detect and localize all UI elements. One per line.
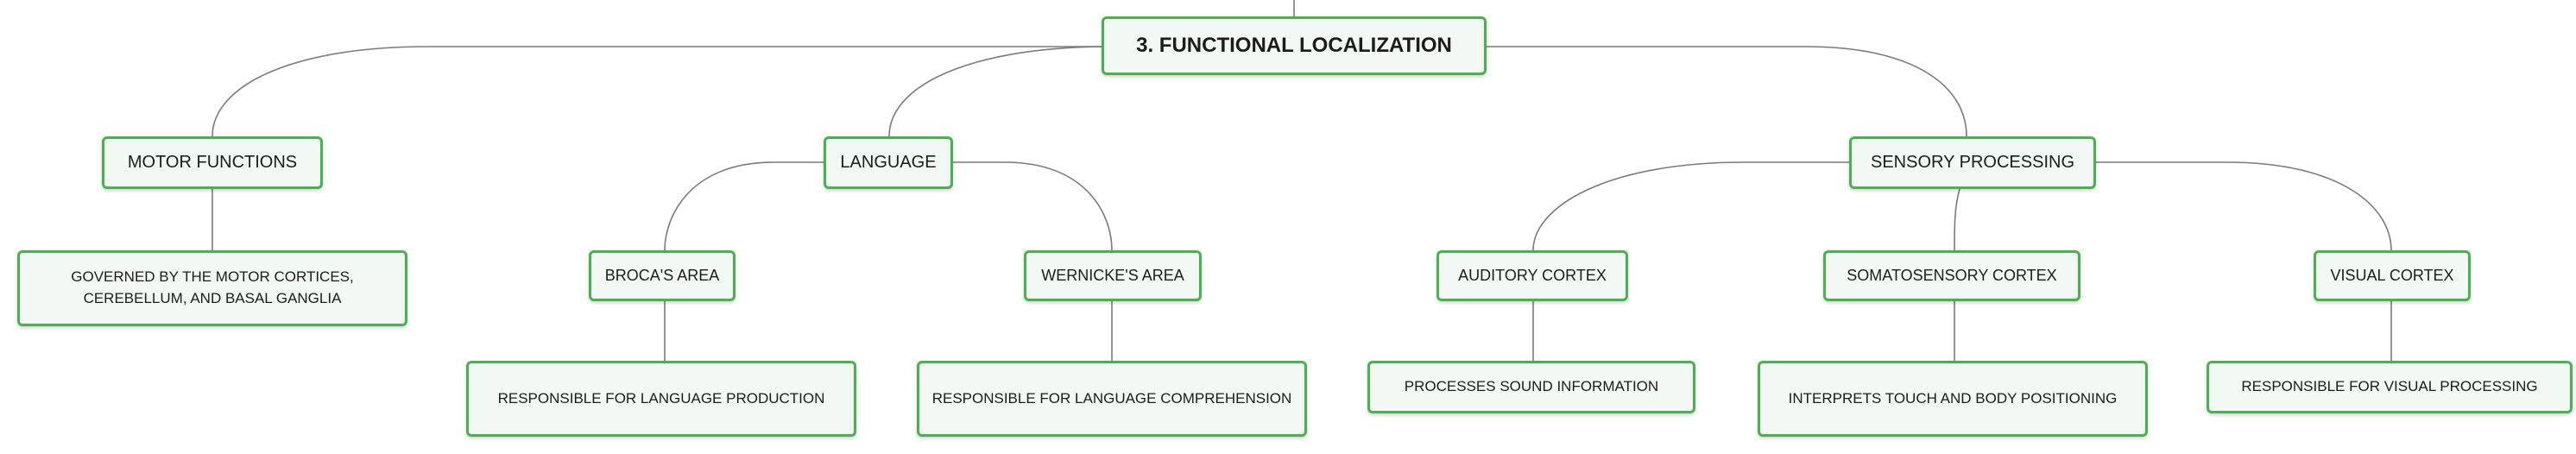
connector-sensory-somatosensory [1954, 188, 1960, 251]
language-label: LANGUAGE [840, 153, 937, 172]
visual-cortex-label: VISUAL CORTEX [2330, 267, 2454, 285]
connector-sensory-auditory [1532, 161, 1849, 251]
wernickes-area-node[interactable]: WERNICKE'S AREA [1024, 250, 1202, 301]
sensory-processing-node[interactable]: SENSORY PROCESSING [1849, 136, 2096, 189]
language-node[interactable]: LANGUAGE [824, 136, 953, 189]
motor-detail-node[interactable]: GOVERNED BY THE MOTOR CORTICES, CEREBELL… [17, 250, 407, 326]
wernicke-detail-text: RESPONSIBLE FOR LANGUAGE COMPREHENSION [931, 389, 1292, 407]
connector-language-wernicke [953, 161, 1113, 251]
broca-detail-node[interactable]: RESPONSIBLE FOR LANGUAGE PRODUCTION [466, 361, 856, 437]
auditory-detail-text: PROCESSES SOUND INFORMATION [1404, 378, 1659, 395]
visual-detail-text: RESPONSIBLE FOR VISUAL PROCESSING [2241, 378, 2538, 395]
auditory-cortex-node[interactable]: AUDITORY CORTEX [1436, 250, 1628, 301]
connector-root-language [888, 46, 1102, 137]
root-node[interactable]: 3. FUNCTIONAL LOCALIZATION [1102, 16, 1487, 75]
somatosensory-detail-text: INTERPRETS TOUCH AND BODY POSITIONING [1788, 389, 2118, 407]
motor-detail-text: GOVERNED BY THE MOTOR CORTICES, CEREBELL… [71, 267, 353, 309]
somatosensory-cortex-label: SOMATOSENSORY CORTEX [1847, 267, 2057, 285]
brocas-area-node[interactable]: BROCA'S AREA [589, 250, 736, 301]
visual-cortex-node[interactable]: VISUAL CORTEX [2314, 250, 2471, 301]
motor-functions-label: MOTOR FUNCTIONS [127, 153, 298, 172]
auditory-detail-node[interactable]: PROCESSES SOUND INFORMATION [1367, 361, 1695, 413]
wernicke-detail-node[interactable]: RESPONSIBLE FOR LANGUAGE COMPREHENSION [917, 361, 1307, 437]
motor-functions-node[interactable]: MOTOR FUNCTIONS [102, 136, 323, 189]
root-label: 3. FUNCTIONAL LOCALIZATION [1136, 33, 1452, 57]
connector-language-broca [664, 161, 824, 251]
auditory-cortex-label: AUDITORY CORTEX [1458, 267, 1607, 285]
brocas-area-label: BROCA'S AREA [604, 267, 720, 285]
motor-detail-line-2: CEREBELLUM, AND BASAL GANGLIA [83, 290, 342, 306]
somatosensory-cortex-node[interactable]: SOMATOSENSORY CORTEX [1823, 250, 2080, 301]
motor-detail-line-1: GOVERNED BY THE MOTOR CORTICES, [71, 268, 354, 286]
broca-detail-text: RESPONSIBLE FOR LANGUAGE PRODUCTION [497, 389, 825, 407]
connector-root-sensory [1487, 46, 1967, 137]
sensory-processing-label: SENSORY PROCESSING [1871, 153, 2074, 172]
wernickes-area-label: WERNICKE'S AREA [1041, 267, 1184, 285]
somatosensory-detail-node[interactable]: INTERPRETS TOUCH AND BODY POSITIONING [1758, 361, 2148, 437]
connector-sensory-visual [2096, 161, 2392, 251]
visual-detail-node[interactable]: RESPONSIBLE FOR VISUAL PROCESSING [2207, 361, 2573, 413]
connector-root-motor [212, 46, 1102, 137]
